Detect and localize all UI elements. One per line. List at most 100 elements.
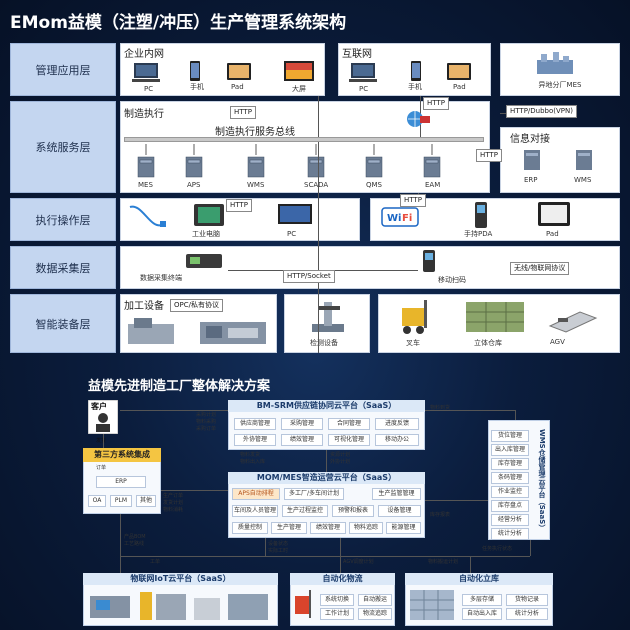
protocol-tag-socket: HTTP/Socket (283, 270, 335, 283)
warehouse-racks-icon (410, 590, 454, 620)
exec-devices-left: 工业电脑 PC (129, 204, 312, 238)
flow-line (265, 538, 266, 556)
device-label: Pad (453, 83, 466, 91)
srm-cell: 移动办公 (375, 434, 419, 446)
flow-line (120, 514, 121, 573)
pc-icon (349, 63, 377, 82)
wms-cell: 条码管理 (491, 472, 529, 484)
layer-label-equipment: 智能装备层 (10, 294, 116, 353)
erp-cell: ERP (96, 476, 146, 488)
wms-cell: 库存盘点 (491, 500, 529, 512)
warehouse-cell: 货物记录 (506, 594, 548, 606)
server-label: QMS (366, 181, 383, 189)
mom-cell: 能源管理 (386, 522, 421, 534)
flow-note: 库存报表 (430, 512, 451, 518)
phone-icon (411, 61, 421, 81)
server-label: ERP (524, 176, 538, 184)
intranet-title: 企业内网 (124, 49, 164, 60)
device-label: Pad (231, 83, 244, 91)
protocol-tag-opc: OPC/私有协议 (170, 299, 223, 312)
server-icon (365, 156, 383, 178)
flow-line (470, 556, 471, 573)
server-icon (185, 156, 203, 178)
customer-label: 客户 (91, 402, 107, 411)
device-label: 手机 (408, 82, 422, 91)
wms-cell: 出入库管理 (491, 444, 529, 456)
flow-note: 物料到货 (430, 405, 451, 411)
phone-icon (190, 61, 200, 81)
warehouse-title: 自动化立库 (405, 573, 553, 585)
connector-line (318, 96, 319, 137)
protocol-tag-wireless: 无线/物联网协议 (510, 262, 570, 275)
mom-cell: 物料追踪 (349, 522, 383, 534)
flow-line (103, 434, 104, 448)
logistics-cell: 工作计划 (320, 608, 354, 620)
stereo-warehouse-icon (466, 302, 524, 332)
flow-line (340, 538, 341, 573)
logistics-cell: 物流追踪 (358, 608, 392, 620)
warehouse-cell: 统计分析 (506, 608, 548, 620)
device-label: 手持PDA (464, 229, 492, 238)
flow-note: 物料搬运计划 (428, 559, 459, 565)
protocol-tag-http: HTTP (226, 199, 252, 212)
wms-title: WMS仓储管理云平台（SaaS） (538, 428, 546, 532)
industrial-pc-icon (194, 204, 224, 226)
service-bus-label: 制造执行服务总线 (215, 127, 295, 138)
layer-label-execution: 执行操作层 (10, 198, 116, 241)
flow-note: 物料发货 (240, 452, 261, 458)
mobile-scan-label: 移动扫码 (438, 276, 466, 284)
forklift-icon (402, 300, 427, 334)
internet-devices: PC 手机 Pad (349, 61, 471, 93)
layer-label-management: 管理应用层 (10, 43, 116, 96)
protocol-tag-http: HTTP (230, 106, 256, 119)
mom-title: MOM/MES智造运营云平台（SaaS） (228, 472, 425, 484)
flow-note: 采购订单 (196, 426, 217, 432)
flow-line (326, 450, 327, 472)
oa-cell: OA (88, 495, 106, 507)
layer-label-service: 系统服务层 (10, 101, 116, 193)
flow-note: 产品BOM (124, 534, 146, 540)
flow-note: 发货计划 (163, 500, 184, 506)
logistics-cell: 系统切换 (320, 594, 354, 606)
flow-line (425, 410, 515, 411)
iot-title: 物联网IoT云平台（SaaS） (83, 573, 278, 585)
agv-icon (548, 311, 598, 333)
flow-note: 物料采购 (196, 419, 217, 425)
server-label: MES (138, 181, 153, 189)
srm-cell: 可视化管理 (328, 434, 370, 446)
mom-cell: 车间及人员管理 (232, 505, 278, 517)
info-dock-servers: ERP WMS (524, 150, 592, 184)
page-title: EMom益模（注塑/冲压）生产管理系统架构 (10, 13, 347, 33)
protocol-tag-http: HTTP (423, 97, 449, 110)
mom-cell: 预警和报表 (332, 505, 374, 517)
flow-note: 采购计划 (196, 412, 217, 418)
data-terminal-icon (186, 254, 222, 268)
server-label: APS (187, 181, 201, 189)
wms-cell: 库存管理 (491, 458, 529, 470)
server-label: SCADA (304, 181, 328, 189)
device-label: Pad (546, 230, 559, 238)
layer-label-collection: 数据采集层 (10, 246, 116, 289)
screen-icon (284, 61, 314, 81)
logistics-cell: 自动搬运 (358, 594, 392, 606)
srm-cell: 采购管理 (281, 418, 323, 430)
device-label: 工业电脑 (192, 229, 220, 238)
flow-note: 资源计划 (330, 452, 351, 458)
flow-note: 设备状态 (268, 541, 289, 547)
logistics-title: 自动化物流 (290, 573, 395, 585)
srm-title: BM-SRM供应链协同云平台（SaaS） (228, 400, 425, 412)
server-icon (524, 150, 540, 170)
tablet-icon (447, 63, 471, 80)
cable-icon (129, 205, 166, 227)
info-dock-panel (500, 127, 620, 193)
protocol-tag-dubbo: HTTP/Dubbo(VPN) (506, 105, 577, 118)
customer-icon (88, 400, 118, 434)
order-label: 订单 (96, 465, 107, 471)
solution-title: 益模先进制造工厂整体解决方案 (88, 379, 271, 394)
mom-cell: 多工厂/多车间计划 (284, 488, 344, 500)
connector-line (318, 142, 319, 353)
server-label: EAM (425, 181, 440, 189)
flow-note: 物料消耗 (163, 507, 184, 513)
